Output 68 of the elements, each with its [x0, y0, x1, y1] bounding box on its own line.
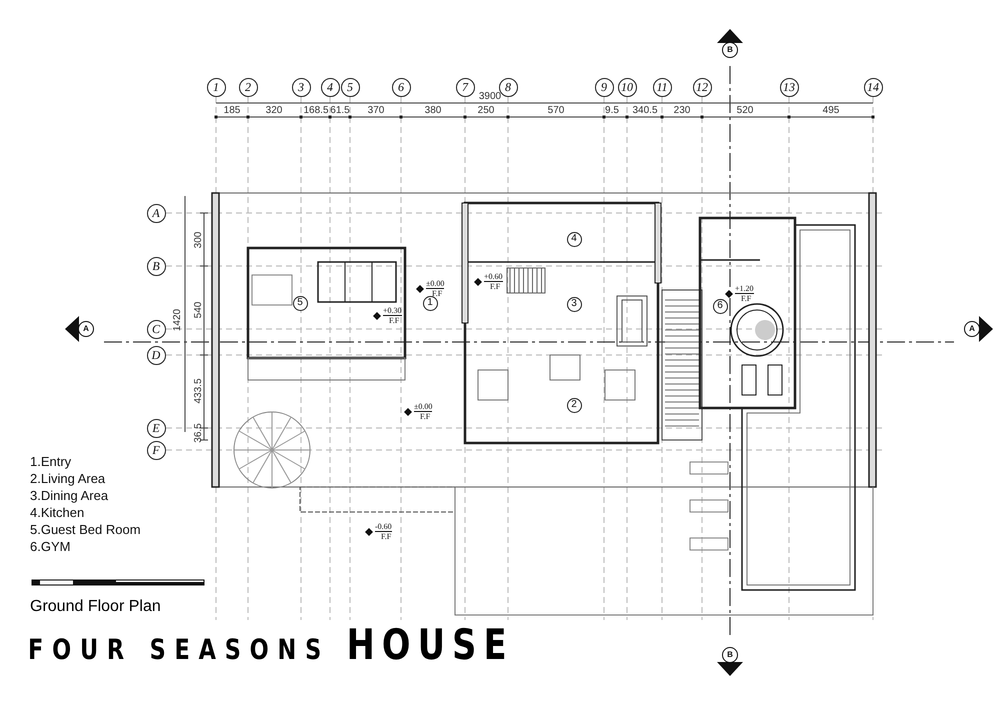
- level-value: -0.60: [375, 523, 392, 532]
- grid-axis-label: 9: [594, 78, 614, 96]
- room-legend-item: 1.Entry: [30, 455, 72, 468]
- grid-axis-label: D: [146, 346, 166, 364]
- dimension-label: 520: [736, 106, 754, 116]
- dimension-label: 1420: [173, 308, 183, 332]
- dimension-label: 433.5: [194, 378, 204, 404]
- grid-axis-label: A: [146, 204, 166, 222]
- dimension-label: 61.5: [330, 106, 350, 116]
- grid-axis-label: F: [146, 440, 166, 460]
- floor-finish-note: F.F: [490, 283, 500, 291]
- level-value: +1.20: [735, 285, 754, 294]
- grid-axis-label: 10: [618, 78, 636, 96]
- room-legend-item: 4.Kitchen: [30, 506, 84, 519]
- room-legend-item: 6.GYM: [30, 540, 70, 553]
- floor-finish-note: F.F: [381, 533, 392, 541]
- grid-axis-label: 7: [456, 78, 474, 96]
- project-title: FOUR SEASONS HOUSE: [28, 620, 514, 669]
- floor-finish-note: F.F: [741, 295, 752, 303]
- dimension-label: 570: [548, 106, 564, 116]
- dimension-label: 370: [368, 106, 384, 116]
- floor-finish-note: F.F: [420, 413, 430, 421]
- section-mark: A: [964, 321, 980, 337]
- plan-caption: Ground Floor Plan: [30, 598, 161, 616]
- level-value: +0.60: [484, 273, 503, 282]
- room-number: 5: [292, 296, 308, 310]
- grid-axis-label: 6: [392, 78, 410, 96]
- grid-axis-label: 3: [292, 78, 310, 96]
- grid-axis-label: 4: [320, 78, 340, 96]
- floor-finish-note: F.F: [432, 290, 442, 298]
- room-number: 4: [566, 232, 582, 246]
- grid-axis-label: 1: [206, 78, 226, 96]
- grid-axis-label: 13: [780, 78, 798, 96]
- section-mark: A: [78, 321, 94, 337]
- grid-axis-label: B: [146, 256, 166, 276]
- dimension-label: 340.5: [632, 106, 658, 116]
- dimension-label: 250: [478, 106, 494, 116]
- grid-axis-label: E: [146, 418, 166, 438]
- grid-axis-label: 11: [652, 78, 672, 96]
- room-legend-item: 5.Guest Bed Room: [30, 523, 141, 536]
- dimension-label: 168.5: [303, 106, 329, 116]
- grid-axis-label: 12: [692, 78, 712, 96]
- dimension-label: 300: [194, 232, 204, 248]
- level-value: ±0.00: [414, 403, 432, 412]
- room-number: 2: [566, 398, 582, 412]
- dimension-label: 380: [424, 106, 442, 116]
- dimension-label: 3900: [478, 92, 502, 102]
- room-legend-item: 2.Living Area: [30, 472, 106, 485]
- section-mark: B: [722, 647, 738, 663]
- dimension-label: 230: [674, 106, 690, 116]
- dimension-label: 495: [822, 106, 840, 116]
- level-value: ±0.00: [426, 280, 444, 289]
- room-number: 3: [566, 296, 582, 312]
- grid-axis-label: 2: [238, 78, 258, 96]
- room-number: 6: [712, 298, 728, 314]
- dimension-label: 320: [266, 106, 282, 116]
- dimension-label: 540: [194, 302, 204, 318]
- room-number: 1: [422, 296, 438, 310]
- room-legend-item: 3.Dining Area: [30, 489, 108, 502]
- grid-axis-label: 14: [864, 78, 882, 96]
- grid-axis-label: C: [146, 320, 166, 338]
- section-mark: B: [722, 42, 738, 58]
- dimension-label: 185: [224, 106, 240, 116]
- floor-finish-note: F.F: [389, 317, 400, 325]
- level-value: +0.30: [383, 307, 402, 316]
- dimension-label: 36.5: [194, 423, 204, 443]
- dimension-label: 9.5: [605, 106, 619, 116]
- grid-axis-label: 5: [340, 78, 360, 96]
